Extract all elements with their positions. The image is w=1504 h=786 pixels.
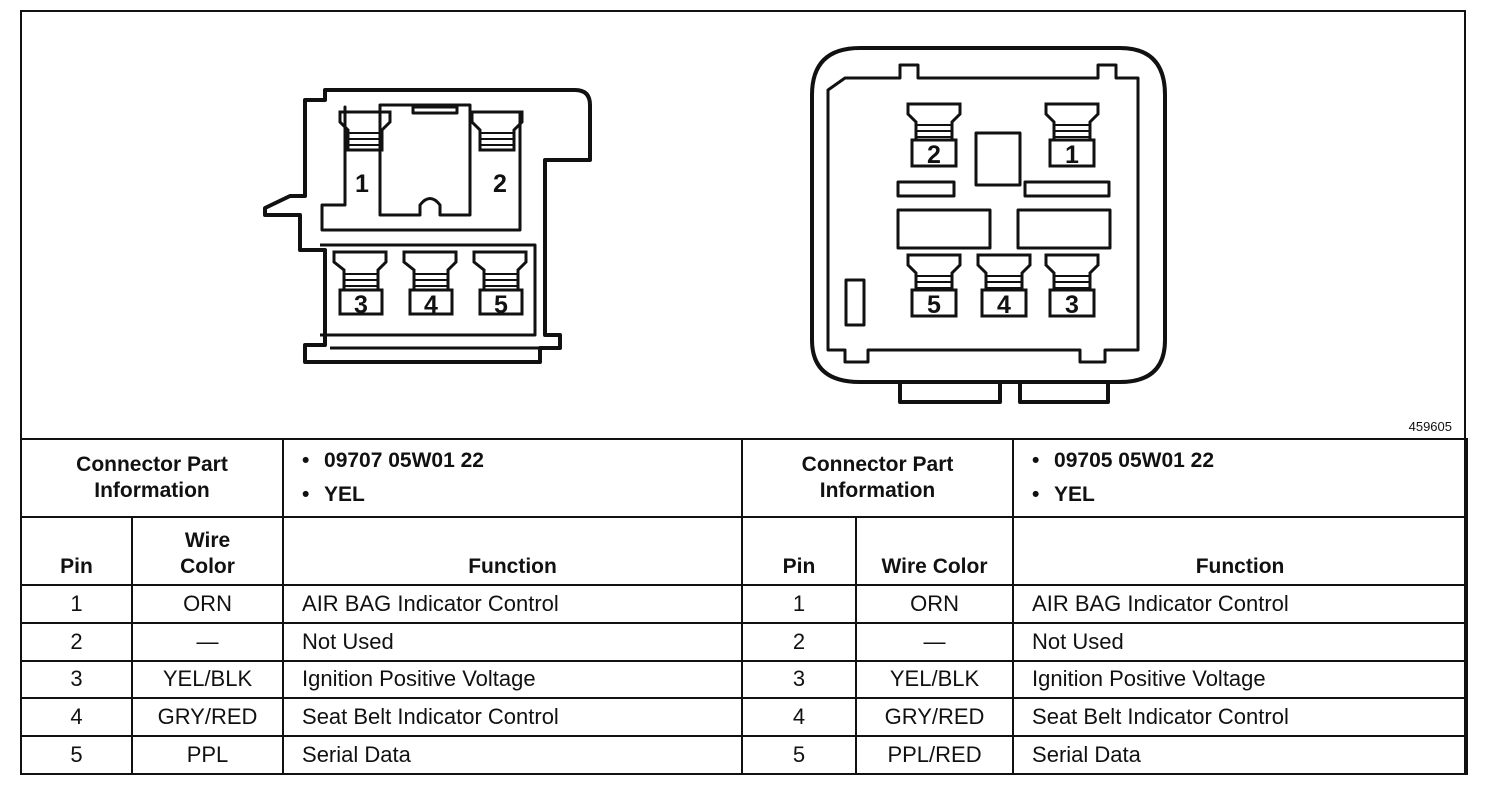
left-function: AIR BAG Indicator Control [282,584,744,624]
left-pin-label: 4 [424,291,438,319]
right-pin-label: 3 [1065,291,1079,319]
right-part-info-title: Connector Part Information [741,438,1015,518]
right-pin-label: 5 [927,291,941,319]
right-function: Serial Data [1012,735,1469,775]
left-pin: 1 [20,584,133,624]
right-wire-color: ORN [855,584,1015,624]
right-terminals [906,102,1100,318]
right-wire-color-header: Wire Color [855,516,1015,586]
right-pin: 2 [741,621,858,662]
left-pin-label: 1 [355,170,369,198]
table-row: 2 — Not Used 2 — Not Used [20,621,1469,662]
left-pin-label: 3 [354,291,368,319]
left-function: Not Used [282,621,744,662]
left-pin: 2 [20,621,133,662]
left-wire-color: — [130,621,285,662]
right-function: Seat Belt Indicator Control [1012,697,1469,738]
left-wire-color: ORN [130,584,285,624]
table-row: 5 PPL Serial Data 5 PPL/RED Serial Data [20,735,1469,775]
right-pin-labels: 2 1 5 4 3 [927,141,1079,319]
left-wire-color: GRY/RED [130,697,285,738]
right-pin: 1 [741,584,858,624]
left-part-color: YEL [302,478,733,512]
right-wire-color: YEL/BLK [855,659,1015,700]
right-connector-face [810,46,1167,404]
connector-pinout-table: Connector Part Information 09707 05W01 2… [19,438,1469,775]
right-pin: 3 [741,659,858,700]
table-row: 4 GRY/RED Seat Belt Indicator Control 4 … [20,697,1469,738]
right-pin: 4 [741,697,858,738]
left-wire-color: YEL/BLK [130,659,285,700]
left-connector-face [263,88,592,364]
right-pin-header: Pin [741,516,858,586]
right-function: AIR BAG Indicator Control [1012,584,1469,624]
left-part-info: 09707 05W01 22 YEL [282,438,744,518]
right-pin-label: 4 [997,291,1011,319]
table-row: 1 ORN AIR BAG Indicator Control 1 ORN AI… [20,584,1469,624]
left-pin: 4 [20,697,133,738]
right-wire-color: GRY/RED [855,697,1015,738]
left-pin-header: Pin [20,516,133,586]
header-row: Pin Wire Color Function Pin Wire Color F… [20,516,1469,586]
right-wire-color: PPL/RED [855,735,1015,775]
left-terminals [332,110,528,316]
right-function: Ignition Positive Voltage [1012,659,1469,700]
left-pin: 5 [20,735,133,775]
left-pin-label: 2 [493,170,507,198]
left-function: Serial Data [282,735,744,775]
left-pin-labels: 1 2 3 4 5 [354,170,508,319]
right-pin: 5 [741,735,858,775]
right-part-color: YEL [1032,478,1458,512]
left-wire-color: PPL [130,735,285,775]
figure-id: 459605 [1408,419,1452,434]
left-wire-color-header: Wire Color [130,516,285,586]
left-function-header: Function [282,516,744,586]
left-function: Ignition Positive Voltage [282,659,744,700]
diagram-frame [20,10,1466,775]
right-pin-label: 2 [927,141,941,169]
left-part-number: 09707 05W01 22 [302,444,733,478]
left-pin: 3 [20,659,133,700]
right-pin-label: 1 [1065,141,1079,169]
connector-drawings: 1 2 3 4 5 2 1 5 4 [263,46,1167,404]
right-wire-color: — [855,621,1015,662]
part-info-row: Connector Part Information 09707 05W01 2… [19,438,1469,518]
table-row: 3 YEL/BLK Ignition Positive Voltage 3 YE… [20,659,1469,700]
right-function: Not Used [1012,621,1469,662]
right-part-number: 09705 05W01 22 [1032,444,1458,478]
left-pin-label: 5 [494,291,508,319]
left-part-info-title: Connector Part Information [19,438,285,518]
left-function: Seat Belt Indicator Control [282,697,744,738]
right-part-info: 09705 05W01 22 YEL [1012,438,1469,518]
right-function-header: Function [1012,516,1469,586]
